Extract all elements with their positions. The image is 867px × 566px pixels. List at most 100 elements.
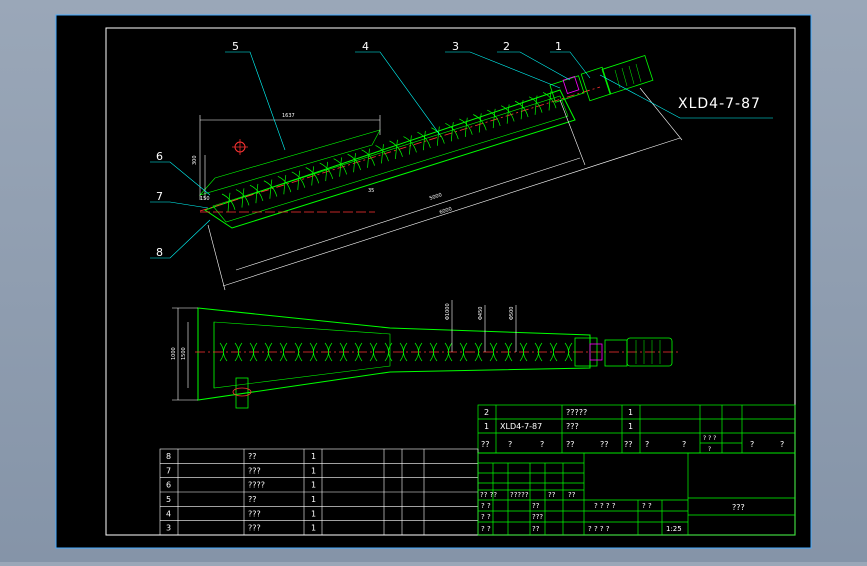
dim-top-4: 6000: [439, 206, 453, 216]
parts-row-name: ??: [248, 452, 257, 461]
comp-hdr-1: ?: [508, 440, 512, 449]
flight-10: [361, 148, 375, 168]
flight-9: [347, 152, 361, 173]
component-table-text: 2 ????? 1 1 XLD4-7-87 ??? 1 ?? ? ? ?? ??…: [481, 408, 784, 453]
parts-row-qty: 1: [311, 452, 316, 461]
parts-row-name: ???: [248, 466, 261, 475]
plan-flight-0: [219, 342, 228, 362]
plan-view: 1000 1500 Φ1000 Φ450 Φ500: [171, 300, 680, 409]
parts-row-qty: 1: [311, 509, 316, 518]
plan-flight-5: [294, 342, 303, 362]
flight-12: [389, 139, 403, 160]
flight-23: [542, 91, 557, 111]
comp-hdr-4: ??: [600, 440, 609, 449]
flight-16: [445, 122, 459, 142]
plan-flight-6: [309, 342, 318, 362]
tb-label-4: ? ?: [481, 502, 491, 510]
dim-plan-5: Φ500: [509, 307, 515, 320]
flight-0: [221, 192, 236, 213]
plan-screw-flights: [219, 342, 573, 362]
parts-row-no: 5: [166, 495, 171, 504]
callout-2: 2: [503, 40, 510, 53]
flight-11: [375, 144, 389, 164]
plan-flight-1: [234, 342, 243, 362]
tb-label-8: ? ?: [642, 502, 652, 510]
plan-flight-19: [504, 342, 513, 362]
tb-label-6: ? ?: [481, 525, 491, 533]
plan-flight-12: [399, 342, 408, 362]
flight-3: [263, 179, 278, 199]
parts-row-name: ???: [248, 509, 261, 518]
plan-flight-17: [474, 342, 483, 362]
plan-flight-9: [354, 342, 363, 362]
comp-row2-code: XLD4-7-87: [500, 422, 542, 431]
flight-8: [333, 157, 347, 177]
sheet: [55, 14, 812, 549]
tb-label-5: ? ?: [481, 513, 491, 521]
comp-hdr-5: ??: [624, 440, 633, 449]
dimension-lines: [199, 87, 683, 291]
plan-flight-21: [534, 342, 543, 362]
comp-row2-qty: 1: [628, 422, 633, 431]
plan-dimension-lines: [172, 300, 517, 401]
parts-row-name: ??: [248, 495, 257, 504]
dim-top-1: 1637: [282, 113, 295, 119]
callout-7: 7: [156, 190, 163, 203]
plan-outlet: [235, 377, 249, 409]
bearing-housing: [549, 75, 585, 103]
callout-4: 4: [362, 40, 369, 53]
plan-flight-8: [339, 342, 348, 362]
flight-20: [501, 104, 515, 124]
flight-17: [459, 117, 473, 137]
coupling: [562, 75, 580, 95]
flight-21: [514, 99, 529, 120]
screw-flights: [221, 91, 557, 213]
plan-flight-20: [519, 342, 528, 362]
dim-plan-4: Φ450: [478, 307, 484, 320]
parts-row-name: ????: [248, 481, 265, 490]
dim-top-5: 150: [200, 196, 210, 202]
callout-5: 5: [232, 40, 239, 53]
flight-22: [528, 95, 543, 115]
plan-coupling: [589, 343, 603, 361]
plan-flight-22: [549, 342, 558, 362]
comp-hdr-0: ??: [481, 440, 490, 449]
tb-label-7: ? ? ? ?: [594, 502, 616, 510]
trough-outline: [203, 89, 576, 229]
plan-flight-7: [324, 342, 333, 362]
tb-label-10: ? ? ? ?: [588, 525, 610, 533]
comp-hdr-2: ?: [540, 440, 544, 449]
parts-row-no: 8: [166, 452, 171, 461]
parts-row-qty: 1: [311, 495, 316, 504]
reducer: [580, 66, 612, 102]
leader-lines: [150, 51, 773, 259]
plan-flight-2: [249, 342, 258, 362]
flight-1: [235, 188, 250, 208]
plan-flight-10: [369, 342, 378, 362]
comp-row1-qty: 1: [628, 408, 633, 417]
callout-3: 3: [452, 40, 459, 53]
comp-hdr-10: ?: [750, 440, 754, 449]
parts-row-no: 6: [166, 481, 171, 490]
tb-upper-1: ??: [532, 502, 540, 510]
dim-plan-3: Φ1000: [445, 303, 451, 320]
dim-plan-1: 1000: [171, 347, 177, 360]
callout-6: 6: [156, 150, 163, 163]
plan-flight-3: [264, 342, 273, 362]
parts-row-no: 3: [166, 524, 171, 533]
flight-18: [473, 113, 487, 133]
title-block-text: ?? ?? ????? ?? ?? ? ? ? ? ? ? ? ? ? ? ? …: [480, 491, 745, 533]
plan-flight-18: [489, 342, 498, 362]
comp-row2-no: 1: [484, 422, 489, 431]
comp-row1-name: ?????: [566, 408, 587, 417]
parts-list: 8??17???16????15??14???13???1: [160, 452, 478, 533]
comp-hdr-9: ?: [708, 446, 711, 453]
flight-14: [417, 130, 431, 151]
flight-4: [277, 175, 292, 195]
plan-flight-15: [444, 342, 453, 362]
callout-1: 1: [555, 40, 562, 53]
tb-label-9: ???: [532, 513, 543, 521]
plan-flight-14: [429, 342, 438, 362]
